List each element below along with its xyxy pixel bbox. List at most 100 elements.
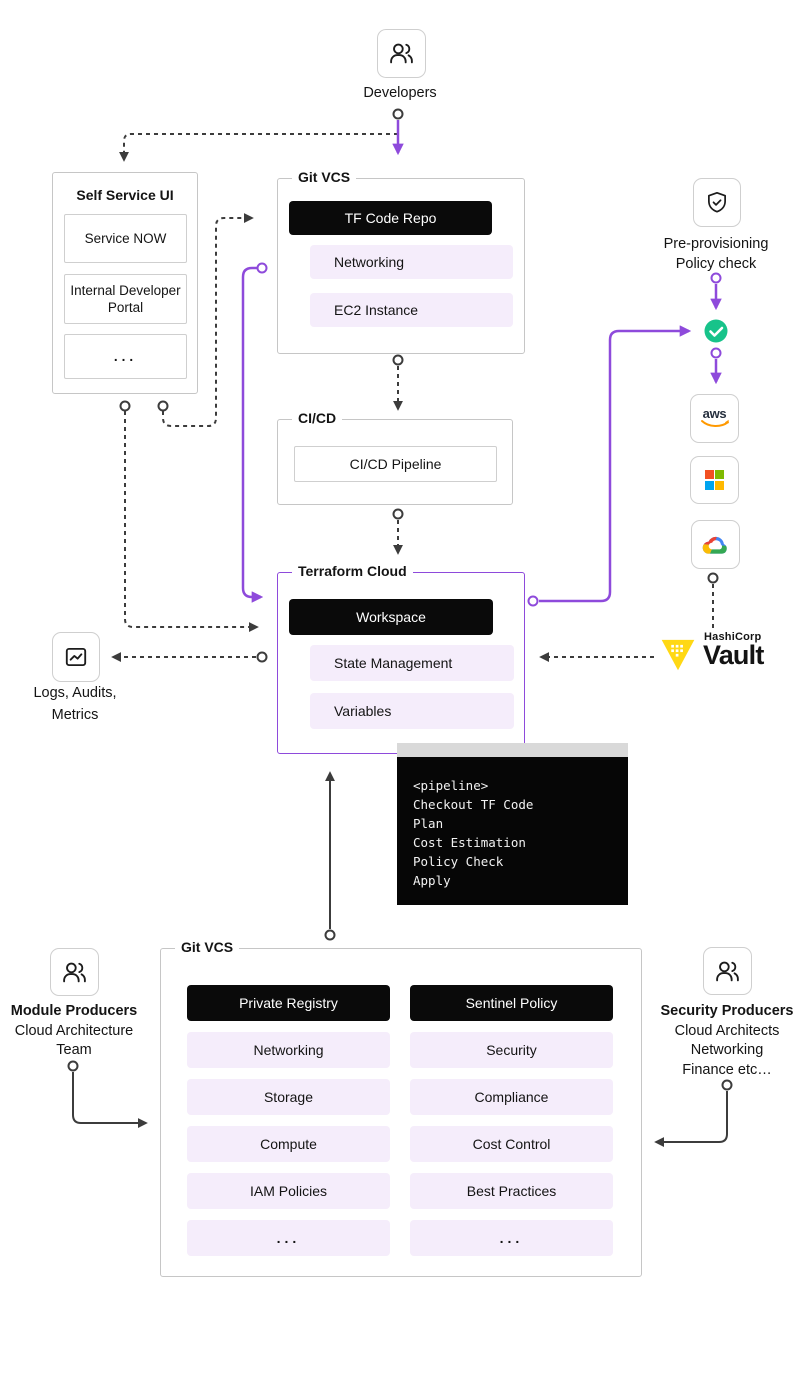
policy-check-label-line2: Policy check (675, 255, 757, 272)
connector-module-producers-to-git-vcs (72, 1072, 148, 1128)
connector-developers-to-self-service (119, 133, 398, 162)
endpoint (67, 1060, 79, 1072)
terminal-line: <pipeline> (413, 778, 489, 793)
terraform-cloud-title: Terraform Cloud (292, 563, 413, 579)
ec2-instance-box: EC2 Instance (310, 293, 513, 327)
security-producers-icon-tile (703, 947, 752, 995)
terminal-titlebar (397, 743, 628, 757)
terminal-line: Policy Check (413, 854, 504, 869)
workspace-box: Workspace (289, 599, 493, 635)
shield-check-icon (708, 191, 726, 213)
security-producers-line2: Networking (690, 1042, 764, 1058)
endpoint (256, 262, 268, 274)
tf-code-repo-box: TF Code Repo (289, 201, 492, 235)
service-now-box: Service NOW (64, 214, 187, 263)
policy-security-box: Security (410, 1032, 613, 1068)
endpoint (707, 572, 719, 584)
terminal-body: <pipeline> Checkout TF Code Plan Cost Es… (397, 757, 628, 905)
endpoint (392, 354, 404, 366)
developers-icon-tile (377, 29, 426, 78)
registry-iam-policies-box: IAM Policies (187, 1173, 390, 1209)
state-management-box: State Management (310, 645, 514, 681)
check-circle (704, 319, 728, 343)
policy-more-box: ... (410, 1220, 613, 1256)
connector-terraform-cloud-to-policy-check (539, 325, 692, 603)
vault-icon-dots (671, 644, 683, 657)
security-producers-label: Security Producers Cloud Architects Netw… (652, 1002, 800, 1080)
sentinel-policy-box: Sentinel Policy (410, 985, 613, 1021)
endpoint (256, 651, 268, 663)
git-vcs-top-panel: Git VCS TF Code Repo Networking EC2 Inst… (277, 169, 525, 354)
logs-icon-tile (52, 632, 100, 682)
more-services-box: ... (64, 334, 187, 379)
self-service-ui-panel: Self Service UI Service NOW Internal Dev… (52, 172, 198, 394)
networking-box: Networking (310, 245, 513, 279)
endpoint (119, 400, 131, 412)
google-cloud-logo (702, 536, 727, 554)
ms-square-yellow (715, 480, 725, 490)
security-producers-line1: Cloud Architects (674, 1022, 780, 1039)
aws-icon-tile: aws (690, 394, 739, 443)
git-vcs-bottom-panel: Git VCS Private Registry Networking Stor… (160, 939, 642, 1277)
endpoint (392, 508, 404, 520)
developers-label: Developers (363, 85, 437, 101)
endpoint (392, 108, 404, 120)
registry-more-box: ... (187, 1220, 390, 1256)
aws-logo-text: aws (702, 406, 727, 421)
self-service-ui-title: Self Service UI (76, 187, 174, 203)
variables-box: Variables (310, 693, 514, 729)
connector-self-service-to-terraform-cloud (124, 411, 259, 632)
connector-security-producers-to-git-vcs (654, 1091, 728, 1147)
module-producers-line2: Team (56, 1042, 92, 1058)
policy-check-icon-tile (693, 178, 741, 227)
terminal-line: Apply (413, 873, 451, 888)
policy-check-label-line1: Pre-provisioning (663, 236, 769, 252)
logs-label-line2: Metrics (51, 706, 99, 723)
aws-logo: aws (700, 406, 730, 429)
endpoint (324, 929, 336, 941)
policy-best-practices-box: Best Practices (410, 1173, 613, 1209)
security-producers-title: Security Producers (660, 1003, 794, 1019)
logs-label-line1: Logs, Audits, (33, 685, 117, 701)
policy-cost-control-box: Cost Control (410, 1126, 613, 1162)
terraform-cloud-panel: Terraform Cloud Workspace State Manageme… (277, 563, 525, 754)
users-icon (716, 961, 739, 981)
ms-square-blue (704, 480, 714, 490)
registry-storage-box: Storage (187, 1079, 390, 1115)
module-producers-line1: Cloud Architecture (14, 1022, 134, 1039)
users-icon (63, 962, 86, 982)
microsoft-icon-tile (690, 456, 739, 504)
ms-square-red (704, 470, 714, 480)
policy-check-passed-icon (704, 319, 728, 343)
endpoint (721, 1079, 733, 1091)
endpoint (527, 595, 539, 607)
endpoint (157, 400, 169, 412)
module-producers-icon-tile (50, 948, 99, 996)
check-mark (709, 326, 724, 337)
policy-compliance-box: Compliance (410, 1079, 613, 1115)
pipeline-terminal: <pipeline> Checkout TF Code Plan Cost Es… (397, 743, 628, 905)
private-registry-box: Private Registry (187, 985, 390, 1021)
metrics-chart-icon (65, 647, 87, 667)
connector-git-vcs-to-terraform-cloud (241, 266, 264, 603)
endpoint (710, 347, 722, 359)
git-vcs-bottom-title: Git VCS (175, 939, 240, 955)
module-producers-title: Module Producers (10, 1003, 138, 1019)
hashicorp-brand-label: HashiCorp (704, 631, 762, 643)
vault-icon (661, 639, 695, 671)
registry-networking-box: Networking (187, 1032, 390, 1068)
logs-label: Logs, Audits, Metrics (0, 683, 150, 726)
security-producers-line3: Finance etc… (682, 1061, 772, 1078)
ms-square-green (715, 470, 725, 480)
registry-compute-box: Compute (187, 1126, 390, 1162)
policy-check-label: Pre-provisioning Policy check (630, 235, 800, 274)
google-cloud-logo-segments (702, 536, 727, 554)
terminal-line: Plan (413, 816, 444, 831)
vault-wordmark: Vault (703, 640, 764, 670)
google-cloud-icon-tile (691, 520, 740, 569)
aws-smile-icon (700, 419, 729, 428)
module-producers-label: Module Producers Cloud Architecture Team (0, 1002, 148, 1061)
cicd-pipeline-box: CI/CD Pipeline (294, 446, 497, 482)
users-icon (390, 43, 413, 64)
